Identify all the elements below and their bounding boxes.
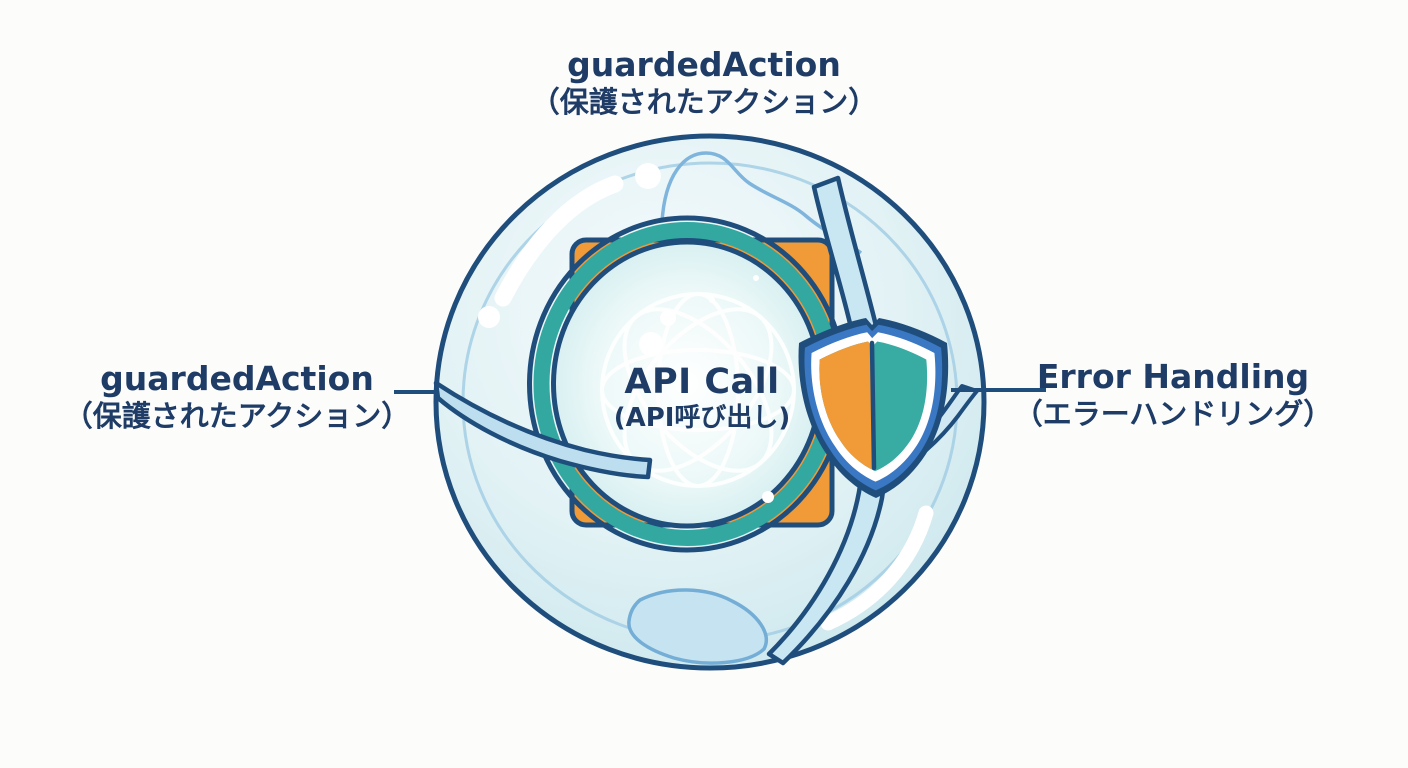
shield-divider-line bbox=[869, 340, 877, 471]
label-right-error-handling: Error Handling （エラーハンドリング） bbox=[958, 358, 1388, 434]
highlight-arc-top-left bbox=[494, 175, 624, 307]
label-center-line2: (API呼び出し) bbox=[613, 403, 791, 434]
label-right-line2: （エラーハンドリング） bbox=[1013, 396, 1333, 431]
shield-icon bbox=[798, 318, 949, 498]
label-top-guarded-action: guardedAction （保護されたアクション） bbox=[454, 46, 954, 122]
label-center-line1: API Call bbox=[624, 362, 780, 402]
label-left-line2: （保護されたアクション） bbox=[63, 398, 411, 433]
label-center-api-call: API Call (API呼び出し) bbox=[542, 362, 862, 436]
network-globe-icon bbox=[600, 292, 796, 488]
label-left-line1: guardedAction bbox=[100, 359, 374, 398]
highlight-arc-bottom-right bbox=[820, 505, 934, 631]
bottom-puddle bbox=[627, 588, 768, 665]
label-top-line1: guardedAction bbox=[567, 45, 841, 84]
label-top-line2: （保護されたアクション） bbox=[530, 84, 878, 119]
highlight-dot bbox=[635, 163, 661, 189]
label-right-line1: Error Handling bbox=[1036, 357, 1310, 396]
equator-band-left bbox=[433, 380, 653, 480]
globe-node-dots bbox=[639, 275, 774, 503]
label-left-guarded-action: guardedAction （保護されたアクション） bbox=[17, 360, 457, 436]
highlight-dot bbox=[478, 306, 500, 328]
shield-inner-orange-half bbox=[819, 341, 873, 471]
bubble-inner-decor bbox=[461, 151, 959, 665]
